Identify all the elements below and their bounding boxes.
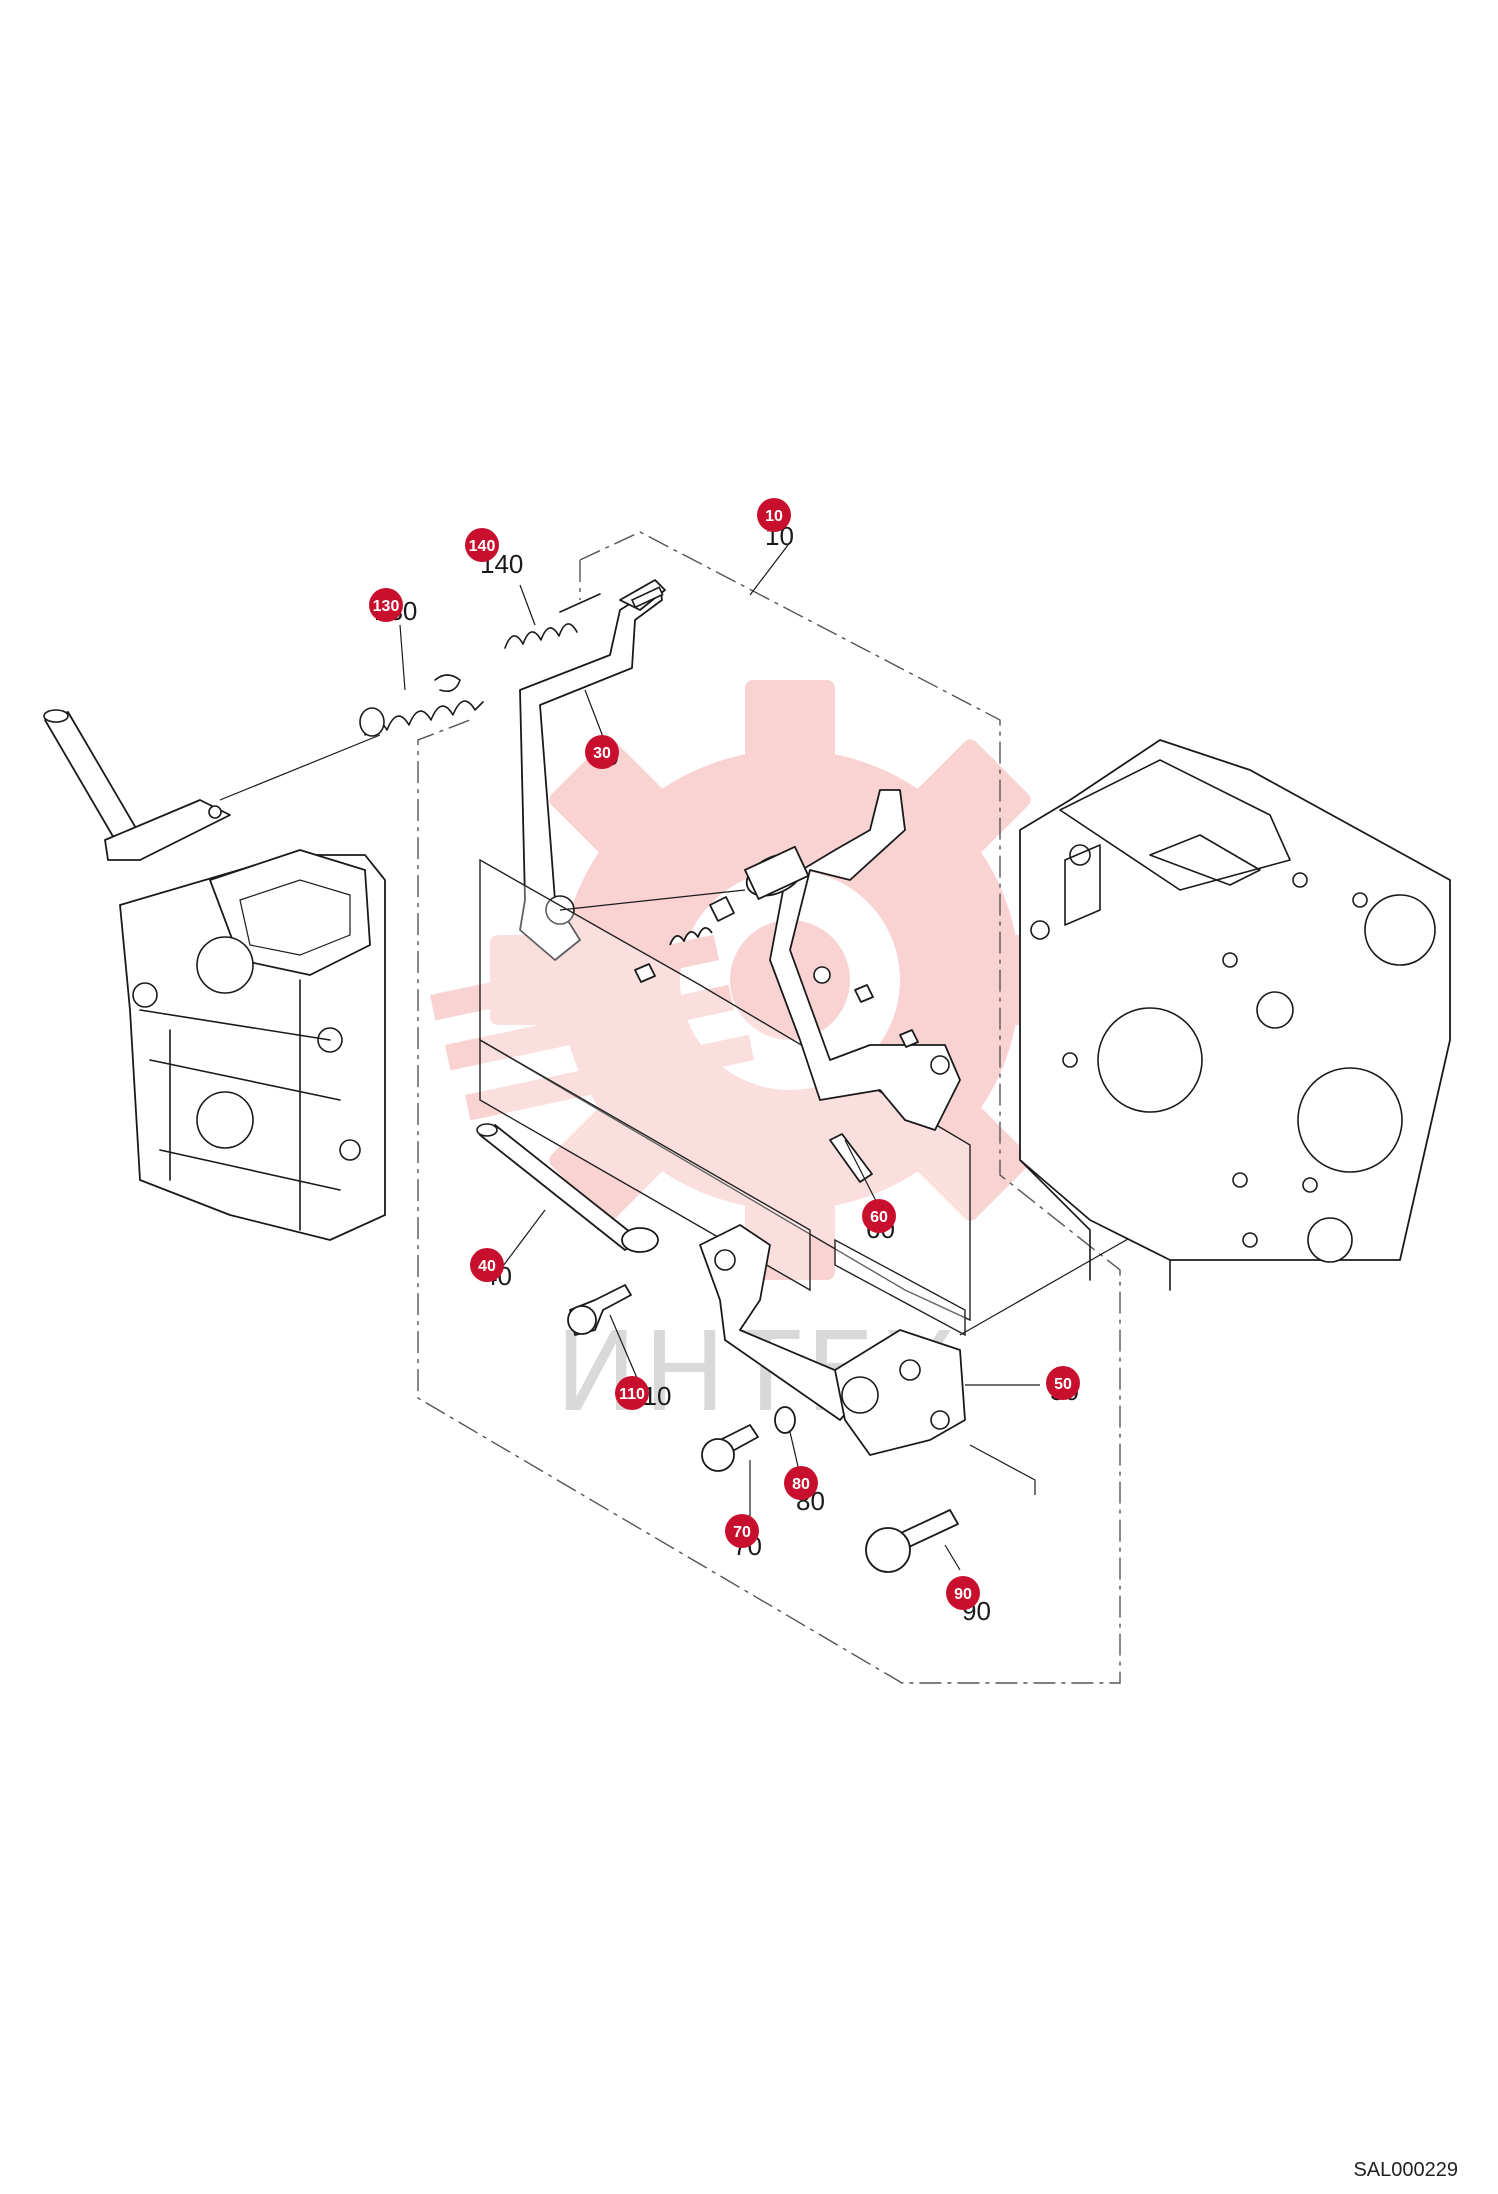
backing-plates	[479, 858, 971, 1337]
callout-60[interactable]: 60 60	[862, 1199, 896, 1244]
engine-block-left	[119, 849, 386, 1241]
callout-30[interactable]: 30 30	[585, 735, 619, 771]
callout-40[interactable]: 40 40	[470, 1248, 512, 1291]
svg-text:50: 50	[1054, 1376, 1072, 1393]
callout-70[interactable]: 70 70	[725, 1514, 762, 1561]
assembly-boundary	[417, 531, 1121, 1684]
callout-110[interactable]: 110 110	[615, 1376, 671, 1411]
shaft-40	[476, 1123, 659, 1253]
svg-text:30: 30	[593, 745, 611, 762]
svg-text:40: 40	[478, 1258, 496, 1275]
callout-80[interactable]: 80 80	[784, 1466, 825, 1516]
lever-60-assembly	[559, 789, 961, 1183]
throttle-shaft	[43, 709, 231, 861]
callout-90[interactable]: 90 90	[946, 1576, 991, 1626]
svg-text:130: 130	[373, 598, 400, 615]
callout-140[interactable]: 140 140	[465, 528, 523, 579]
engine-block-right	[1019, 739, 1451, 1291]
svg-text:70: 70	[733, 1524, 751, 1541]
callout-10[interactable]: 10 10	[757, 498, 794, 551]
callout-50[interactable]: 50 50	[1046, 1366, 1080, 1406]
svg-text:10: 10	[765, 508, 783, 525]
svg-text:80: 80	[792, 1476, 810, 1493]
spring-140	[504, 593, 601, 649]
svg-text:140: 140	[469, 538, 496, 555]
callout-130[interactable]: 130 130	[369, 588, 417, 626]
svg-text:90: 90	[954, 1586, 972, 1603]
document-code: SAL000229	[1353, 2159, 1458, 2181]
svg-text:60: 60	[870, 1209, 888, 1226]
bolts	[567, 1284, 1036, 1573]
svg-text:110: 110	[619, 1386, 645, 1403]
spring-130	[219, 674, 484, 801]
lever-50-assembly	[699, 1174, 1241, 1456]
leader-lines	[399, 544, 1040, 1571]
